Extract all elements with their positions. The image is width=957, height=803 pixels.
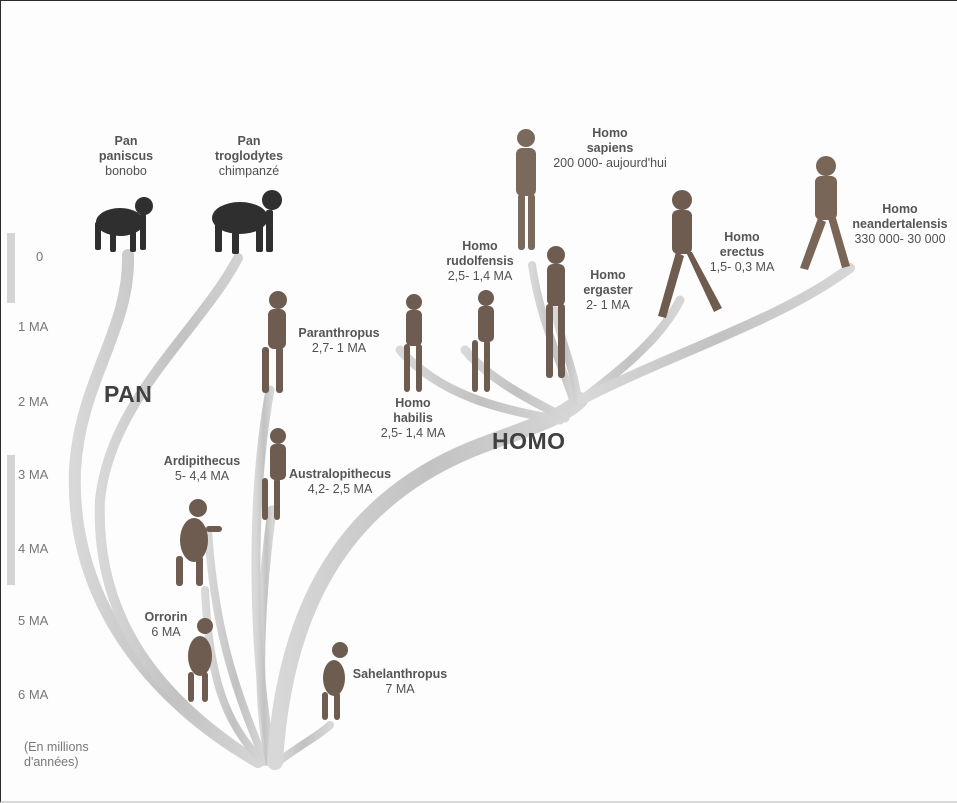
species-name: Australopithecus [288,467,392,481]
homo-erectus-figure [658,190,722,318]
label-sahelanthropus: Sahelanthropus 7 MA [344,667,456,697]
branch-paranthropus [251,385,277,767]
species-common: bonobo [105,164,147,178]
species-name: neandertalensis [852,217,948,231]
branch-homo-trunk [267,392,588,770]
species-name: Sahelanthropus [352,667,448,681]
label-pan-paniscus: Pan paniscus bonobo [96,134,156,179]
homo-ergaster-figure [546,246,565,378]
species-name: Homo [592,126,628,140]
tick-4ma: 4 MA [18,541,49,556]
label-homo-rudolfensis: Homo rudolfensis 2,5- 1,4 MA [440,239,520,284]
branch-homo-neandertalensis [580,263,855,403]
orrorin-figure [188,618,213,702]
branch-homo-ergaster [551,306,582,406]
unit-line-2: d'années) [24,755,79,769]
species-name: Homo [724,230,760,244]
species-name: Pan [114,134,138,148]
species-dates: 200 000- aujourd'hui [553,156,667,170]
homo-sapiens-figure [516,129,536,250]
label-australopithecus: Australopithecus 4,2- 2,5 MA [284,467,396,497]
species-name: paniscus [98,149,154,163]
species-dates: 4,2- 2,5 MA [307,482,373,496]
timeline-band [7,455,15,585]
species-dates: 2- 1 MA [586,298,630,312]
tick-1ma: 1 MA [18,319,49,334]
species-dates: 6 MA [151,625,181,639]
label-homo-habilis: Homo habilis 2,5- 1,4 MA [370,396,456,441]
species-common: chimpanzé [218,164,280,178]
label-orrorin: Orrorin 6 MA [136,610,196,640]
species-name: ergaster [583,283,633,297]
tick-6ma: 6 MA [18,687,49,702]
tick-0: 0 [36,249,44,264]
label-pan-troglodytes: Pan troglodytes chimpanzé [204,134,294,179]
species-name: Homo [395,396,431,410]
homo-neandertalensis-figure [800,156,850,270]
branch-pan-troglodytes [94,253,263,767]
species-name: troglodytes [214,149,284,163]
bonobo-figure [95,197,153,252]
unit-line-1: (En millions [24,740,89,754]
tick-5ma: 5 MA [18,613,49,628]
species-name: erectus [719,245,765,259]
species-name: rudolfensis [446,254,514,268]
label-homo-neandertalensis: Homo neandertalensis 330 000- 30 000 [845,202,955,247]
species-dates: 1,5- 0,3 MA [709,260,775,274]
label-homo-erectus: Homo erectus 1,5- 0,3 MA [702,230,782,275]
label-paranthropus: Paranthropus 2,7- 1 MA [294,326,384,356]
branch-sahelanthropus [274,721,334,766]
group-label-pan: PAN [104,381,153,407]
label-homo-ergaster: Homo ergaster 2- 1 MA [578,268,638,313]
homo-habilis-figure [404,294,422,392]
tick-2ma: 2 MA [18,394,49,409]
group-label-homo: HOMO [492,428,566,454]
species-dates: 330 000- 30 000 [854,232,946,246]
species-name: Homo [462,239,498,253]
unit-note: (En millions d'années) [24,740,89,770]
species-name: habilis [393,411,433,425]
species-dates: 2,5- 1,4 MA [380,426,446,440]
species-name: Paranthropus [298,326,380,340]
species-name: Ardipithecus [163,454,241,468]
australopithecus-figure [262,428,286,520]
ardipithecus-figure [176,499,222,586]
tick-3ma: 3 MA [18,467,49,482]
chimpanzee-figure [212,190,282,254]
paranthropus-figure [262,291,287,393]
species-name: Orrorin [144,610,188,624]
sahelanthropus-figure [322,642,348,720]
species-dates: 2,7- 1 MA [311,341,367,355]
species-name: Pan [237,134,261,148]
label-ardipithecus: Ardipithecus 5- 4,4 MA [152,454,252,484]
branch-ardipithecus [204,526,269,766]
branch-homo-habilis [395,345,565,425]
species-name: Homo [590,268,626,282]
homo-rudolfensis-figure [472,290,494,392]
label-homo-sapiens: Homo sapiens 200 000- aujourd'hui [540,126,680,171]
timeline-band [7,233,15,303]
species-dates: 7 MA [385,682,415,696]
species-dates: 2,5- 1,4 MA [447,269,513,283]
species-dates: 5- 4,4 MA [174,469,230,483]
species-name: sapiens [586,141,634,155]
species-name: Homo [882,202,918,216]
